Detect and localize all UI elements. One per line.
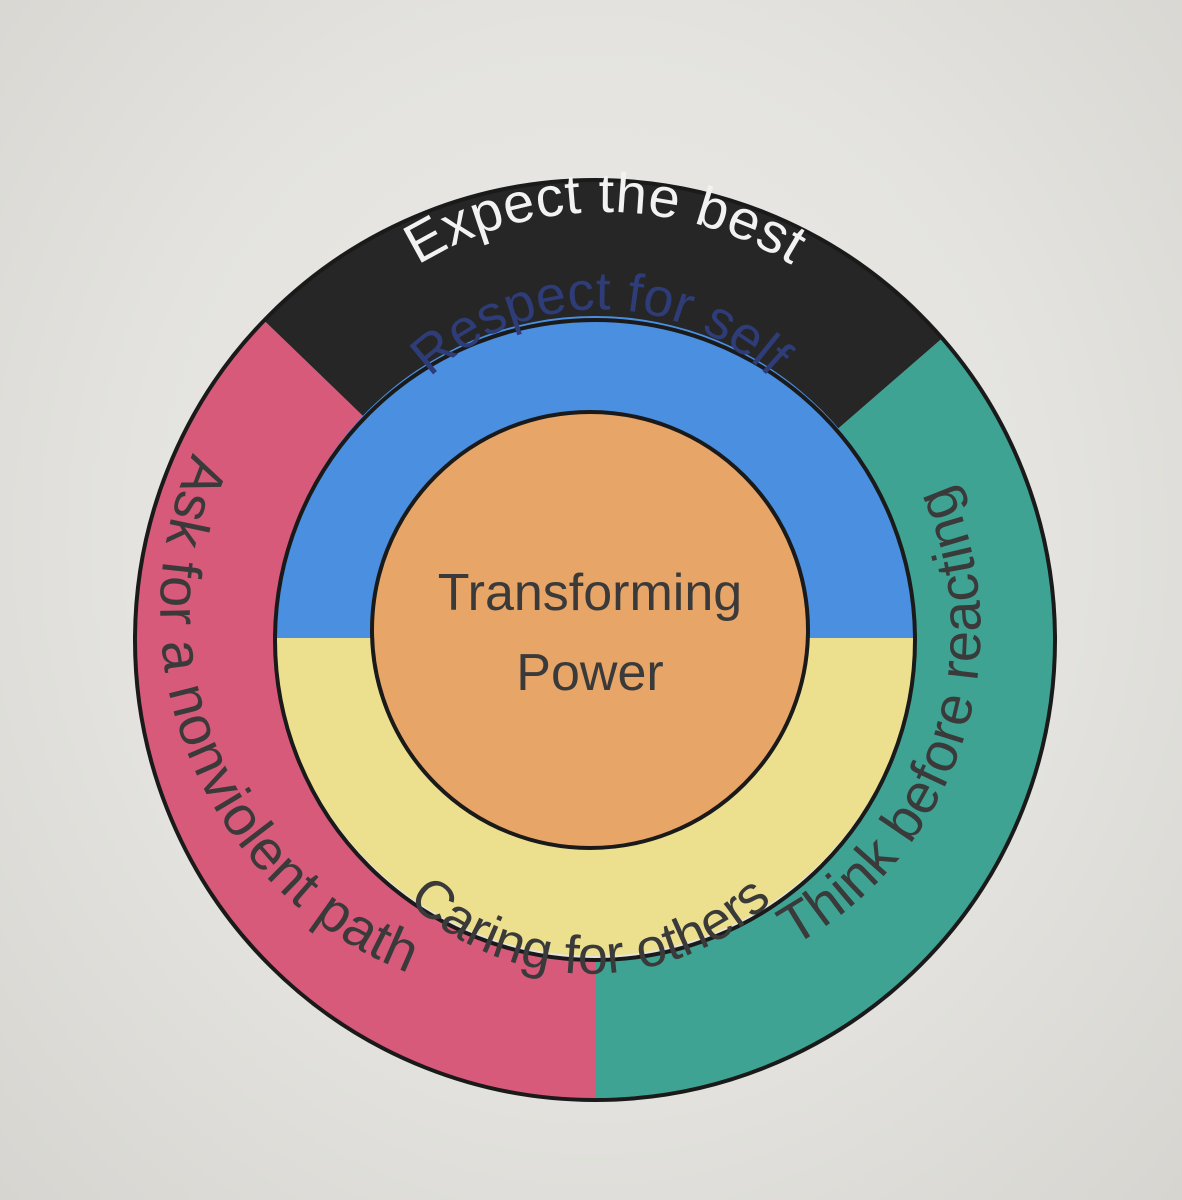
center-label-line1: Transforming [438,564,742,622]
outer-segment-top [264,179,943,431]
center-circle [370,410,810,850]
inner-ring-outline [273,318,917,962]
outer-segment-right [595,338,1055,1100]
outer-segment-left [134,320,595,1100]
outer-ring-outline [133,178,1057,1102]
center-label-line2: Power [516,644,663,702]
